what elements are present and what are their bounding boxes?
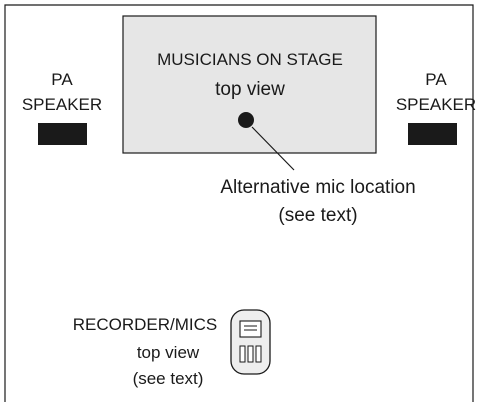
mic-leader-line: [251, 126, 295, 171]
speaker-left-line2: SPEAKER: [22, 95, 102, 114]
speaker-left-line1: PA: [51, 70, 73, 89]
pa-speaker-right-icon: [408, 123, 457, 145]
recorder-icon: [230, 309, 271, 375]
recorder-line1: RECORDER/MICS: [73, 315, 218, 334]
stage-title: MUSICIANS ON STAGE: [157, 50, 343, 69]
mic-callout-line2: (see text): [278, 205, 357, 226]
speaker-right-line2: SPEAKER: [396, 95, 476, 114]
stage-subtitle: top view: [215, 79, 285, 100]
stage-box: [122, 15, 377, 154]
mic-dot-icon: [238, 112, 254, 128]
speaker-right-line1: PA: [425, 70, 447, 89]
room-outline: [4, 4, 474, 402]
mic-callout-line1: Alternative mic location: [220, 177, 415, 198]
recorder-line3: (see text): [133, 369, 204, 388]
pa-speaker-left-icon: [38, 123, 87, 145]
recorder-line2: top view: [137, 343, 200, 362]
